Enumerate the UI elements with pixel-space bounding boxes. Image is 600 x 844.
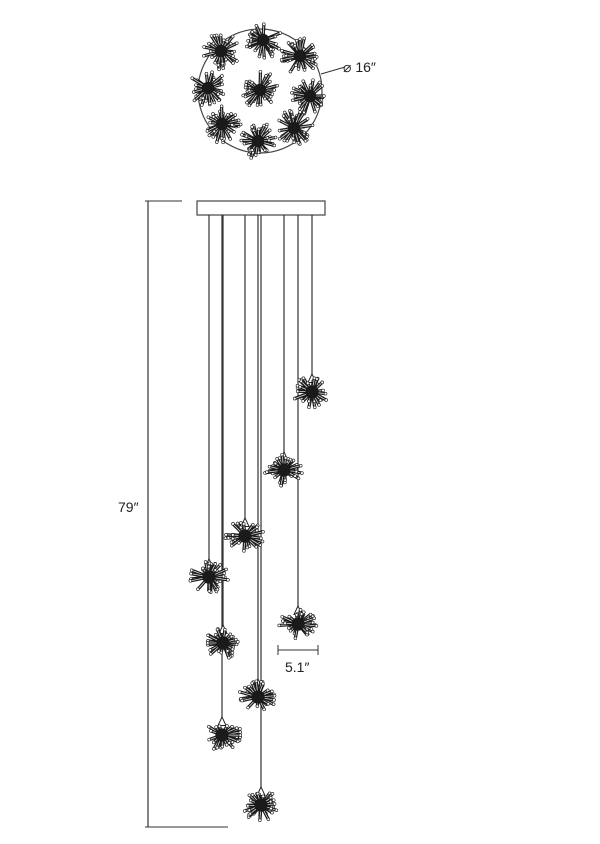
pendant-2	[263, 450, 304, 488]
top-view: ⌀ 16″	[190, 22, 376, 160]
pendant-9	[243, 785, 279, 822]
pendant-5	[277, 604, 319, 641]
pendant-width-label: 5.1″	[285, 659, 309, 675]
height-dimension: 79″	[118, 200, 228, 828]
top-view-pendant-1	[245, 22, 282, 60]
top-view-pendant-2	[202, 33, 239, 72]
height-label: 79″	[118, 499, 139, 515]
pendant-6	[205, 623, 240, 660]
canopy	[196, 200, 326, 216]
pendant-width-dimension: 5.1″	[277, 645, 319, 675]
pendant-1	[292, 372, 328, 410]
top-view-pendant-8	[239, 122, 278, 160]
pendant-3	[223, 516, 265, 553]
side-view	[188, 200, 328, 822]
pendant-4	[188, 557, 230, 594]
top-view-pendant-4	[190, 70, 226, 107]
top-view-pendant-3	[279, 36, 319, 74]
top-view-pendant-9	[277, 109, 315, 146]
top-view-pendant-6	[290, 78, 326, 116]
top-view-pendant-7	[205, 104, 243, 145]
top-view-pendant-5	[241, 70, 279, 108]
diameter-label: ⌀ 16″	[343, 59, 376, 75]
diameter-leader-line	[320, 66, 346, 75]
pendant-8	[207, 715, 243, 751]
pendant-7	[238, 677, 277, 712]
